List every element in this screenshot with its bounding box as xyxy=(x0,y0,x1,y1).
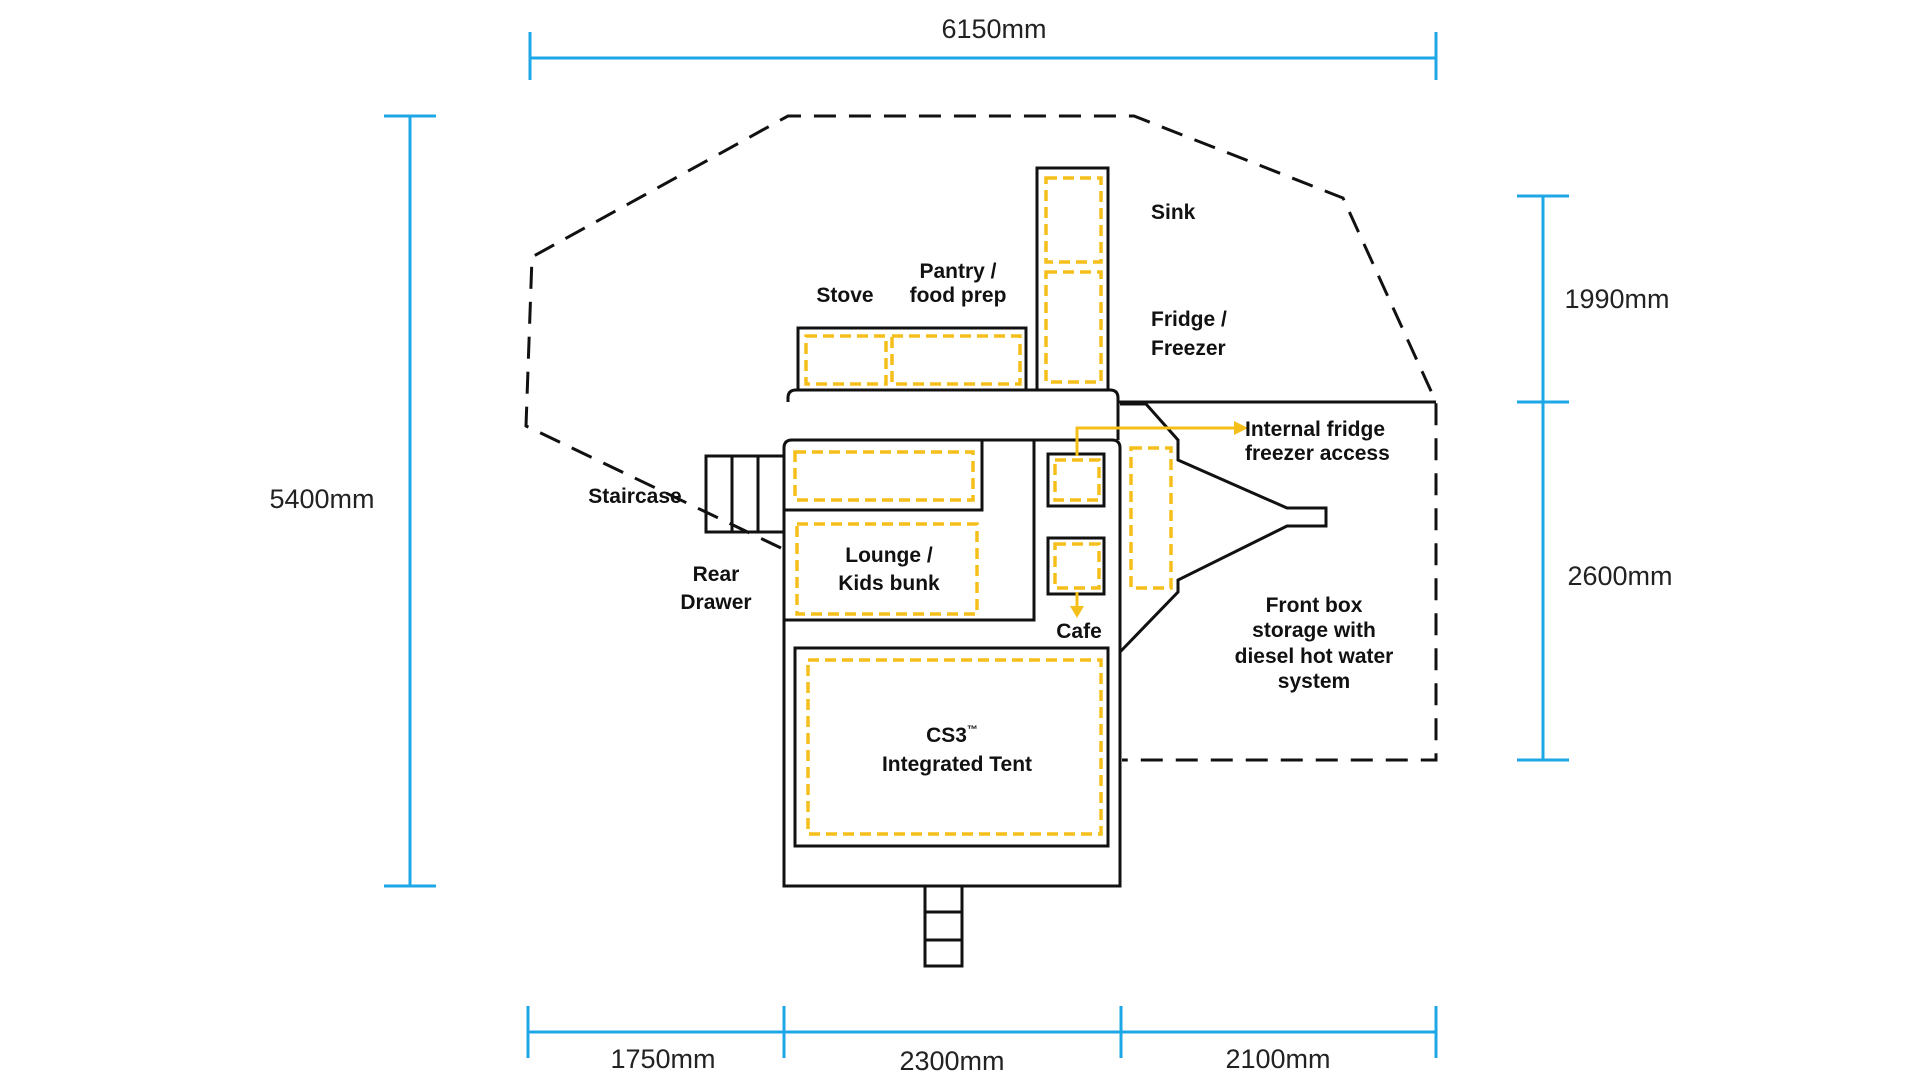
front-section-label: 2100mm xyxy=(1225,1044,1330,1074)
front-box-label-line3: diesel hot water xyxy=(1235,645,1394,668)
rear-drawer-label-line2: Drawer xyxy=(680,591,751,614)
front-box-label-line4: system xyxy=(1278,670,1350,693)
stove-label: Stove xyxy=(816,284,873,307)
fridge-label-line1: Fridge / xyxy=(1151,308,1227,331)
fridge-access-arrow xyxy=(1075,426,1236,456)
pantry-label-line2: food prep xyxy=(910,284,1007,307)
fridge-access-storage xyxy=(1053,458,1101,502)
lower-right-length-label: 2600mm xyxy=(1567,561,1672,591)
storage-highlights xyxy=(793,176,1248,836)
tent-box xyxy=(793,646,1110,848)
cafe-label: Cafe xyxy=(1056,620,1102,643)
upper-cabinet-storage xyxy=(793,450,975,502)
front-box-label-line1: Front box xyxy=(1266,594,1363,617)
pantry-storage xyxy=(890,334,1022,386)
total-width-label: 6150mm xyxy=(941,14,1046,44)
front-module xyxy=(786,388,1120,440)
rear-steps xyxy=(923,884,964,968)
lounge-compartment xyxy=(784,440,1036,622)
stove-storage xyxy=(804,334,888,386)
internal-fridge-label-line2: freezer access xyxy=(1245,442,1390,465)
tent-label-line1: CS3™ xyxy=(926,724,978,747)
pantry-label-line1: Pantry / xyxy=(919,260,996,283)
middle-section-label: 2300mm xyxy=(899,1046,1004,1076)
tent-trademark: ™ xyxy=(967,724,978,736)
lounge-label-line1: Lounge / xyxy=(845,544,933,567)
dimension-lines xyxy=(384,32,1569,1058)
upper-right-length-label: 1990mm xyxy=(1564,284,1669,314)
sink-label: Sink xyxy=(1151,201,1196,224)
tent-name: CS3 xyxy=(926,724,967,747)
rear-drawer-label-line1: Rear xyxy=(693,563,740,586)
front-box-storage xyxy=(1129,446,1173,590)
total-length-label: 5400mm xyxy=(269,484,374,514)
lounge-storage xyxy=(795,522,979,616)
tent-label-line2: Integrated Tent xyxy=(882,753,1032,776)
lounge-label-line2: Kids bunk xyxy=(838,572,940,595)
internal-fridge-label-line1: Internal fridge xyxy=(1245,418,1385,441)
upper-cabinet xyxy=(784,440,984,512)
staircase-label: Staircase xyxy=(588,485,681,508)
stove-pantry-bench xyxy=(796,326,1028,392)
front-box-label-line2: storage with xyxy=(1252,619,1376,642)
cafe-storage xyxy=(1053,542,1101,590)
fridge-storage xyxy=(1044,270,1103,384)
main-body xyxy=(782,438,1122,888)
fridge-label-line2: Freezer xyxy=(1151,337,1226,360)
sink-fridge-column xyxy=(1035,166,1110,392)
tent-storage xyxy=(806,658,1103,836)
rear-section-label: 1750mm xyxy=(610,1044,715,1074)
staircase xyxy=(704,454,786,534)
sink-storage xyxy=(1044,176,1103,264)
awning-footprint-outline xyxy=(524,114,1438,762)
